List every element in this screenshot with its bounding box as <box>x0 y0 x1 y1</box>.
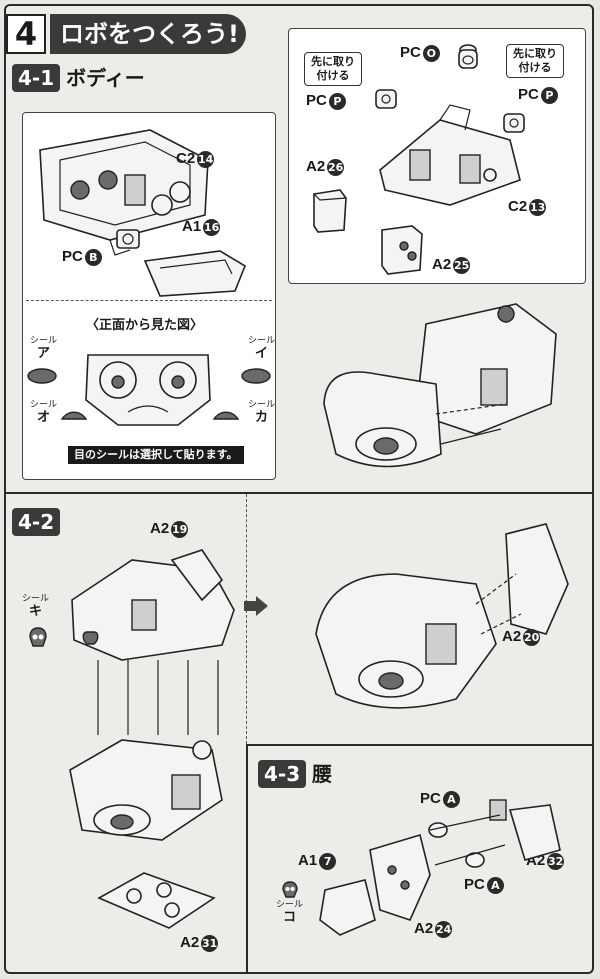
seal-ko: シールコ <box>276 900 304 925</box>
a1-chin-drawing <box>143 250 246 297</box>
a2-26-drawing <box>313 189 347 233</box>
c2-shell-drawing <box>39 129 209 256</box>
seal-i: シールイ <box>248 336 276 361</box>
seal-ki: シールキ <box>22 594 50 619</box>
pc-p-right-drawing <box>503 113 525 133</box>
seal-ka: シールカ <box>248 400 276 425</box>
eye-sticker-note: 目のシールは選択して貼ります。 <box>68 446 244 464</box>
step-number: 4-2 <box>12 508 61 536</box>
next-arrow-icon <box>244 596 268 616</box>
section-title: ロボをつくろう! <box>50 14 246 54</box>
step-divider <box>246 494 247 744</box>
panel-divider <box>26 300 272 301</box>
skull-seal-ko <box>282 881 298 898</box>
body-assembly-drawing <box>323 303 557 468</box>
a2-25-drawing <box>381 225 423 275</box>
bottom-plate-drawing <box>97 872 216 929</box>
step-name: ボディー <box>66 66 145 90</box>
step-4-3-heading: 4-3 腰 <box>258 760 332 788</box>
row-divider-1 <box>6 492 592 494</box>
front-view-caption: 〈正面から見た図〉 <box>86 318 204 333</box>
pc-o-drawing <box>458 44 478 69</box>
pc-p-left-drawing <box>375 89 397 109</box>
attach-first-note-left: 先に取り付ける <box>304 52 362 86</box>
section-number: 4 <box>6 14 46 54</box>
waist-assembly-drawing <box>319 799 561 936</box>
step-4-2-heading: 4-2 <box>12 508 61 536</box>
seal-a: シールア <box>30 336 58 361</box>
step-4-1-heading: 4-1 ボディー <box>12 64 145 92</box>
step-name: 腰 <box>312 762 333 786</box>
step-number: 4-1 <box>12 64 61 92</box>
lower-body-drawing <box>69 739 223 841</box>
front-view-face <box>85 354 211 426</box>
upper-head-drawing <box>71 549 235 661</box>
attach-first-note-right: 先に取り付ける <box>506 44 564 78</box>
pc-b-drawing <box>116 229 140 249</box>
step-4-3-border <box>246 744 248 974</box>
row-divider-2 <box>246 744 592 746</box>
c2-frame-drawing <box>379 104 521 206</box>
head-assembly-drawing <box>315 523 569 709</box>
assembly-guide-lines <box>97 660 219 735</box>
eye-seal-shapes <box>27 368 271 420</box>
seal-o: シールオ <box>30 400 58 425</box>
step-number: 4-3 <box>258 760 307 788</box>
skull-seal-ki <box>29 627 47 647</box>
